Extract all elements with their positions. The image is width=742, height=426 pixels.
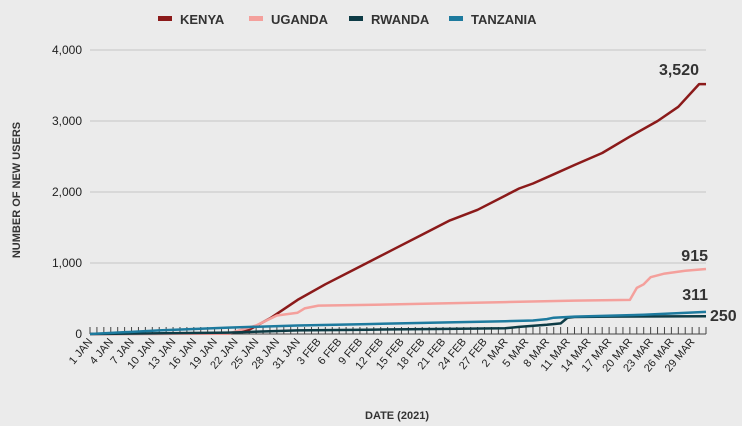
y-tick-label: 1,000 [52, 256, 82, 270]
y-axis-ticks: 0 1,000 2,000 3,000 4,000 [52, 43, 82, 341]
y-tick-label: 3,000 [52, 114, 82, 128]
y-tick-label: 2,000 [52, 185, 82, 199]
x-axis-title: DATE (2021) [365, 410, 429, 422]
legend-label-kenya: KENYA [180, 12, 225, 27]
legend-label-uganda: UGANDA [271, 12, 329, 27]
legend-swatch-tanzania [449, 16, 463, 21]
series-line-kenya [89, 82, 706, 336]
end-label-uganda: 915 [681, 248, 708, 265]
end-label-kenya: 3,520 [659, 62, 699, 79]
series-line-uganda [89, 267, 707, 336]
series-lines [89, 82, 707, 336]
legend-label-tanzania: TANZANIA [471, 12, 537, 27]
legend-swatch-uganda [249, 16, 263, 21]
legend: KENYA UGANDA RWANDA TANZANIA [158, 12, 537, 27]
y-tick-label: 0 [75, 327, 82, 341]
y-tick-label: 4,000 [52, 43, 82, 57]
legend-swatch-rwanda [349, 16, 363, 21]
y-axis-title: NUMBER OF NEW USERS [11, 122, 23, 258]
series-line-rwanda [89, 315, 707, 336]
gridlines [90, 49, 706, 335]
legend-swatch-kenya [158, 16, 172, 21]
series-line-tanzania [89, 310, 707, 336]
end-label-tanzania: 311 [682, 287, 708, 304]
legend-label-rwanda: RWANDA [371, 12, 430, 27]
end-label-rwanda: 250 [710, 308, 737, 325]
